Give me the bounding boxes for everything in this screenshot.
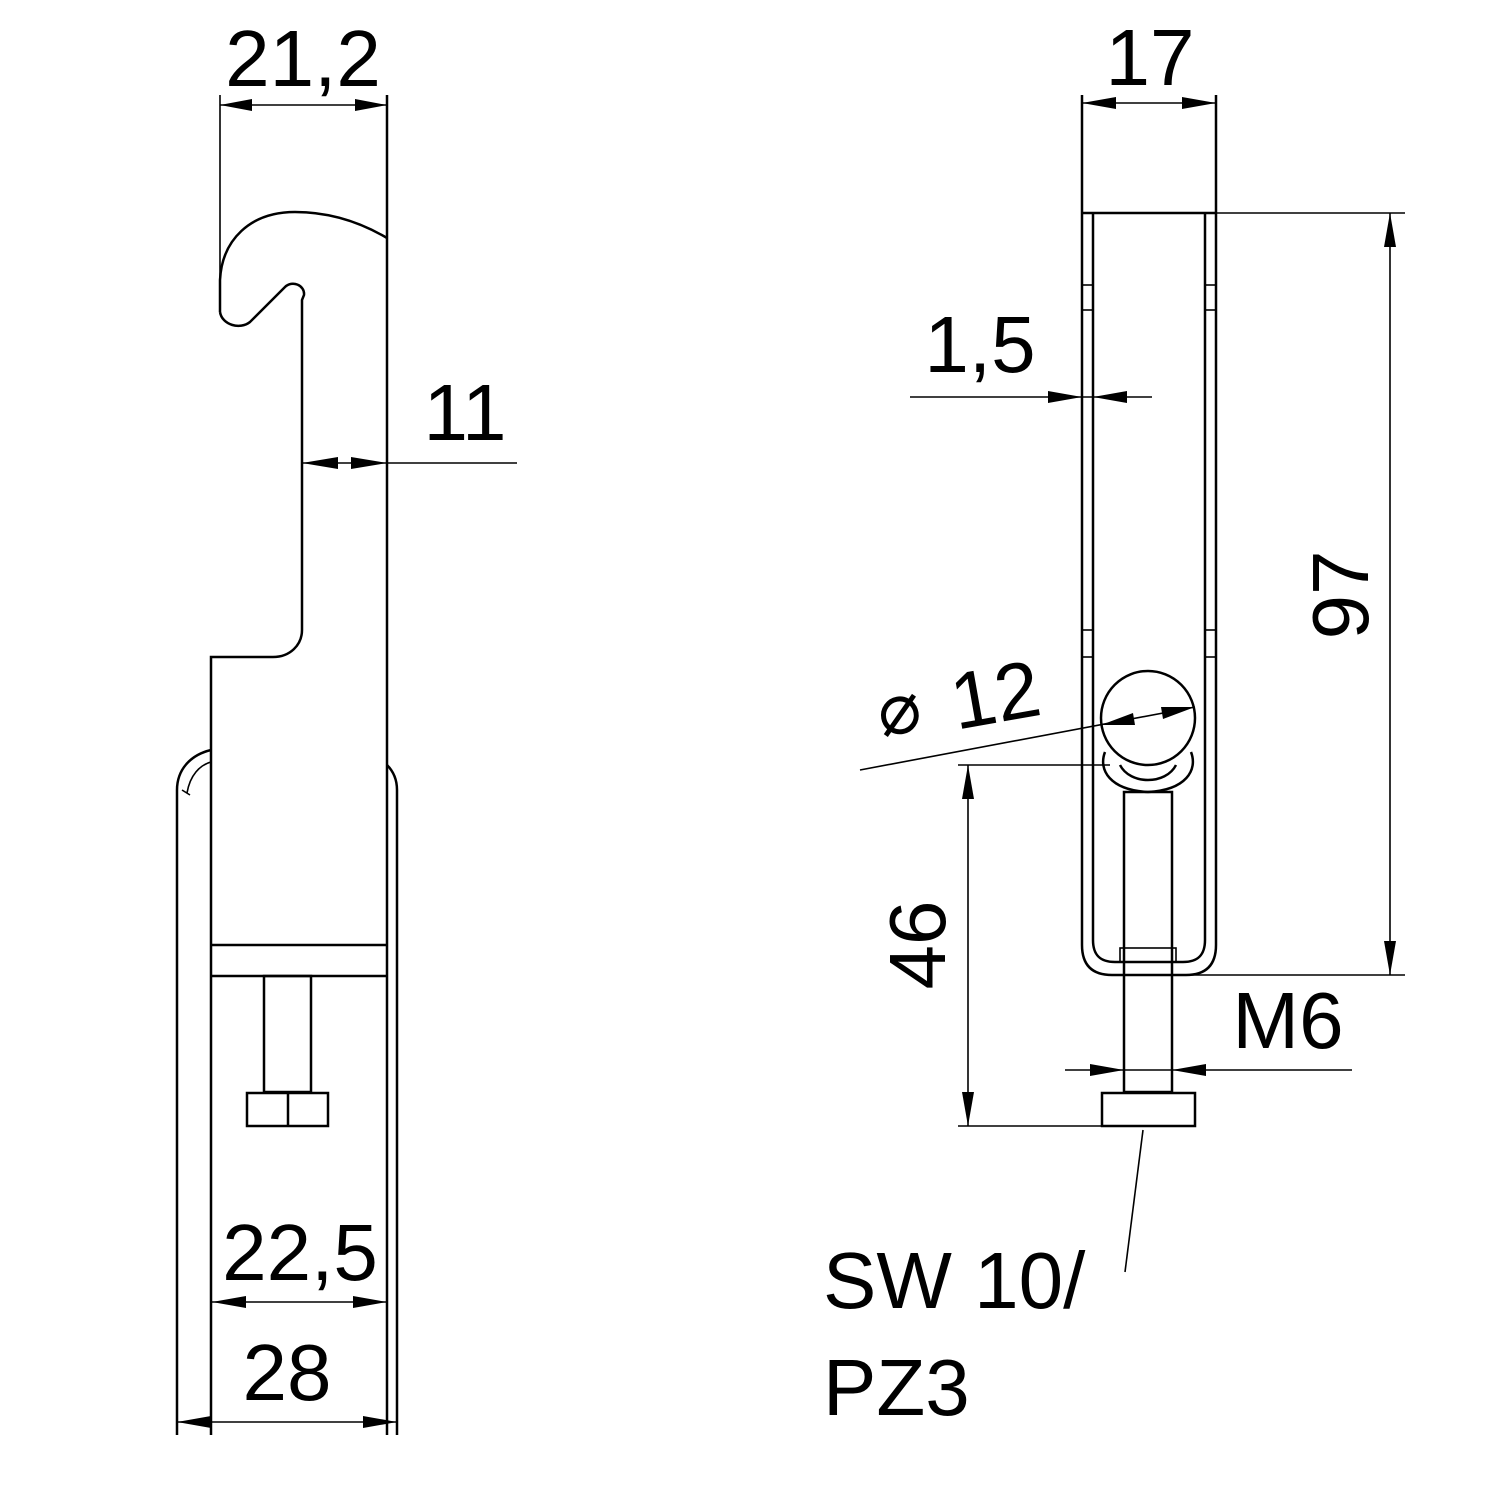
channel-outer bbox=[1080, 95, 1218, 977]
callout-line1: SW 10/ bbox=[823, 1236, 1086, 1325]
dim-label-hook-depth: 11 bbox=[423, 368, 506, 457]
bolt-nut bbox=[1100, 1091, 1197, 1128]
bolt-washer bbox=[1119, 947, 1177, 963]
arrow bbox=[353, 1296, 387, 1308]
bolt-shaft bbox=[262, 974, 313, 1094]
dim-label-diameter: 12 bbox=[944, 643, 1047, 746]
clip-outer bbox=[175, 748, 399, 1435]
bolt-shaft bbox=[1122, 790, 1174, 1094]
arrow bbox=[1101, 713, 1135, 725]
dim-label-outer-width: 28 bbox=[243, 1328, 332, 1417]
dim-label-thread: M6 bbox=[1232, 976, 1343, 1065]
cable-circle bbox=[1099, 669, 1197, 767]
arrow bbox=[212, 1296, 246, 1308]
dim-label-wall: 1,5 bbox=[924, 300, 1035, 389]
arrow bbox=[220, 99, 252, 111]
dim-label-top-width: 21,2 bbox=[225, 14, 381, 103]
arrow bbox=[363, 1416, 397, 1428]
diameter-symbol: ⌀ bbox=[871, 666, 928, 752]
channel-ticks bbox=[1082, 284, 1216, 658]
clip-lip bbox=[181, 761, 212, 796]
saddle bbox=[1101, 751, 1195, 794]
arrow bbox=[962, 1092, 974, 1126]
arrow bbox=[1048, 391, 1082, 403]
arrow bbox=[1384, 213, 1396, 247]
callout-leader bbox=[1124, 1129, 1144, 1273]
dim-label-height: 97 bbox=[1296, 551, 1385, 640]
arrow bbox=[351, 457, 387, 469]
arrow bbox=[1090, 1064, 1124, 1076]
arrow bbox=[1093, 391, 1127, 403]
dim-line-diameter bbox=[859, 706, 1196, 771]
dim-label-clamp-range: 46 bbox=[873, 901, 962, 990]
arrow bbox=[355, 99, 387, 111]
arrow bbox=[177, 1416, 211, 1428]
side-view: 21,2 11 22,5 28 bbox=[175, 14, 517, 1435]
arrow bbox=[1384, 941, 1396, 975]
front-view: 17 1,5 97 ⌀ 12 46 M6 SW 10/ PZ3 bbox=[823, 13, 1405, 1432]
arrow bbox=[302, 457, 338, 469]
arrow bbox=[962, 765, 974, 799]
arrow bbox=[1082, 97, 1116, 109]
arrow bbox=[1161, 707, 1195, 719]
dim-label-width: 17 bbox=[1106, 13, 1195, 102]
dim-label-inner-width: 22,5 bbox=[222, 1208, 378, 1297]
arrow bbox=[1172, 1064, 1206, 1076]
callout-line2: PZ3 bbox=[823, 1343, 970, 1432]
hook-profile bbox=[209, 210, 388, 1435]
arrow bbox=[1182, 97, 1216, 109]
channel-inner bbox=[1082, 211, 1216, 964]
